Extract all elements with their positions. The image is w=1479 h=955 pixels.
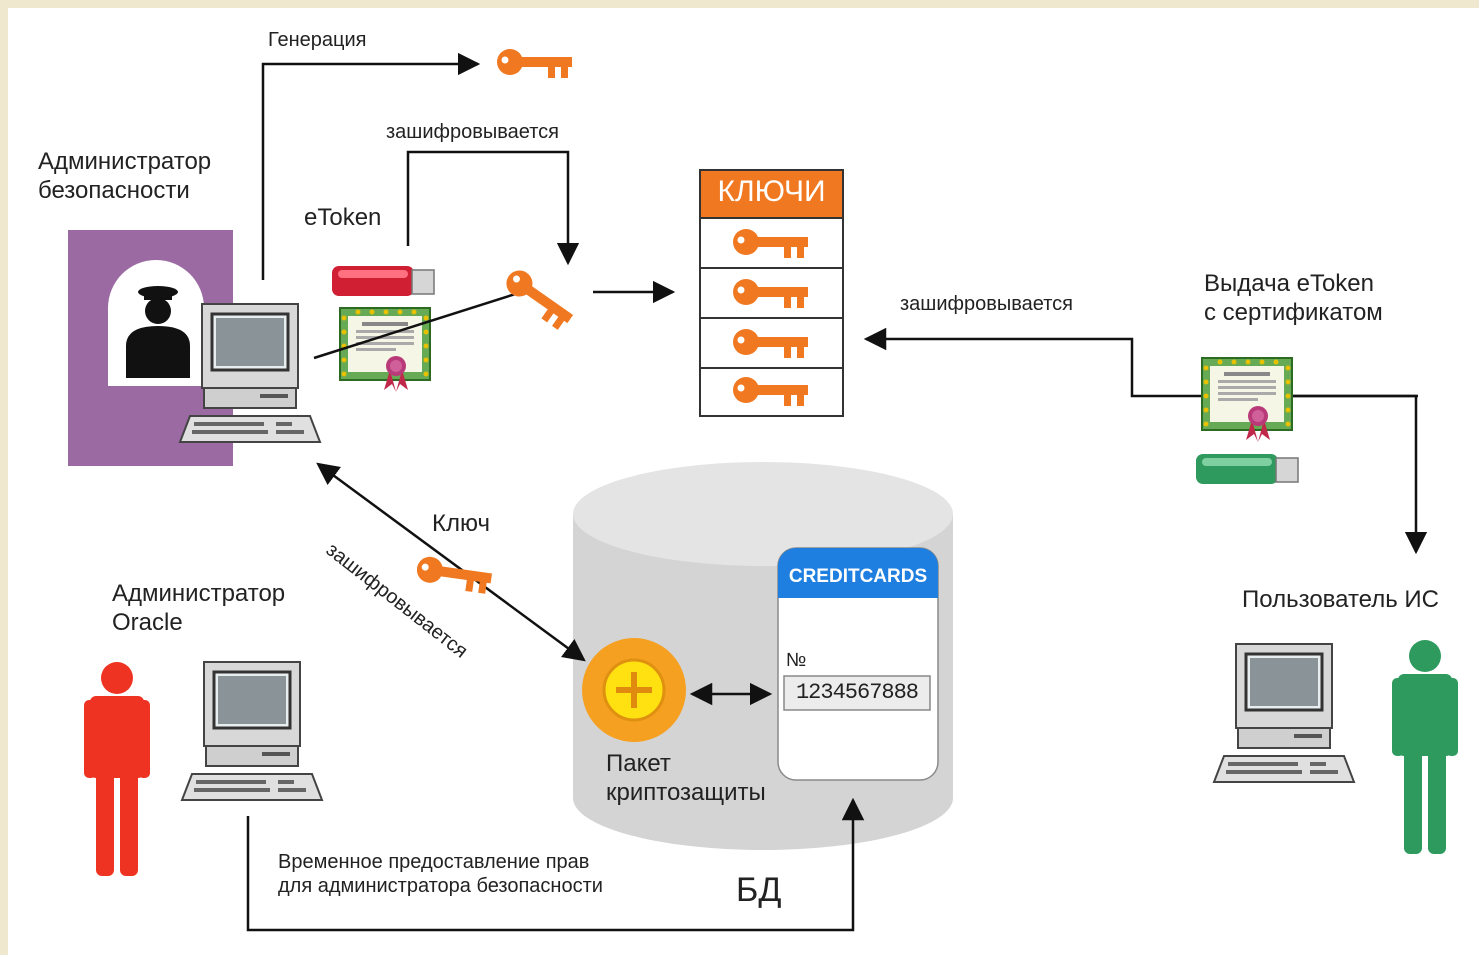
keys-header: КЛЮЧИ xyxy=(717,175,826,208)
generated-key-icon xyxy=(497,49,572,78)
generation-label: Генерация xyxy=(268,29,367,51)
number-sign-label: № xyxy=(786,650,807,671)
keys-table xyxy=(699,169,844,417)
encrypted-top-label: зашифровывается xyxy=(386,121,559,143)
generation-arrow xyxy=(261,52,481,280)
oracle-admin-computer-icon xyxy=(180,660,324,802)
admin-security-label: Администратор безопасности xyxy=(38,148,212,204)
etoken-red-icon xyxy=(332,266,435,296)
etoken-label: eToken xyxy=(304,204,382,231)
certificate-icon-right xyxy=(1201,357,1293,443)
etoken-green-icon xyxy=(1196,454,1299,484)
link-line xyxy=(313,288,529,360)
admin-oracle-label: Администратор Oracle xyxy=(112,580,286,636)
transfer-key-icon xyxy=(414,555,494,595)
user-is-label: Пользователь ИС xyxy=(1242,586,1439,613)
certificate-icon-left xyxy=(339,307,431,393)
package-label: Пакет криптозащиты xyxy=(606,750,766,806)
temp-rights-arrow xyxy=(246,797,865,932)
key-label: Ключ xyxy=(432,510,490,537)
encrypted-right-label: зашифровывается xyxy=(900,293,1073,315)
db-label: БД xyxy=(736,871,782,909)
to-user-arrow xyxy=(1288,394,1428,555)
creditcards-label: CREDITCARDS xyxy=(788,566,928,587)
diagram-svg xyxy=(68,49,1458,932)
oracle-admin-person-icon xyxy=(84,662,150,876)
key-transfer-arrow xyxy=(316,462,586,662)
admin-security-computer-icon xyxy=(178,302,322,444)
card-number: 1234567888 xyxy=(795,680,919,705)
encrypt-right-arrow xyxy=(863,327,1418,398)
security-officer-icon xyxy=(126,286,190,378)
issue-etoken-label: Выдача eToken с сертификатом xyxy=(1204,270,1383,326)
diagram-canvas: Генерация зашифровывается Администратор … xyxy=(8,8,1479,955)
temp-rights-label: Временное предоставление прав для админи… xyxy=(278,851,603,897)
encrypt-top-arrow xyxy=(406,150,580,266)
crypto-package-icon xyxy=(582,638,686,742)
encrypted-key-icon xyxy=(499,265,578,333)
user-person-icon xyxy=(1392,640,1458,854)
credit-card xyxy=(777,547,939,781)
user-computer-icon xyxy=(1212,642,1356,784)
